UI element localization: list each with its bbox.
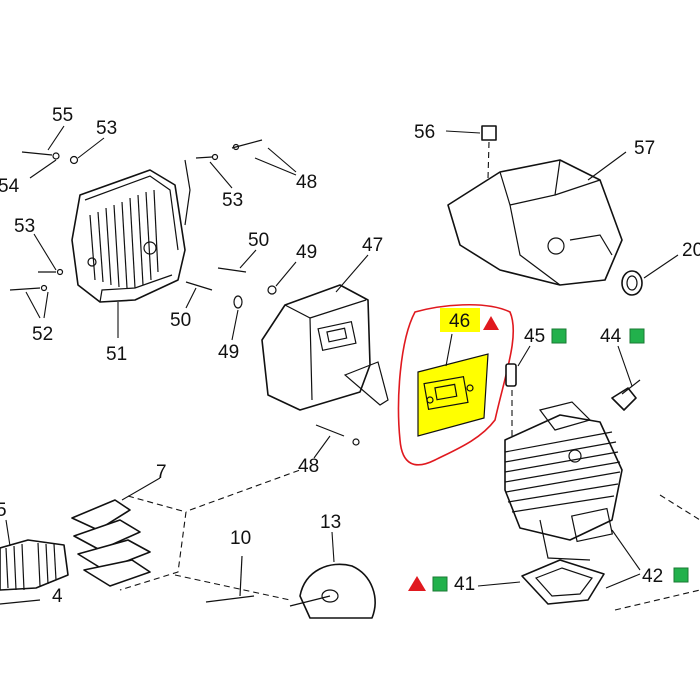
- label-44: 44: [600, 326, 622, 347]
- square-marker-41: [432, 576, 448, 592]
- label-53: 53: [222, 190, 243, 211]
- label-7: 7: [156, 462, 167, 483]
- label-49: 49: [218, 342, 239, 363]
- part-42-leaders: [605, 494, 700, 611]
- label-54: 54: [0, 176, 20, 197]
- label-47: 47: [362, 235, 383, 256]
- label-48: 48: [296, 172, 317, 193]
- label-57: 57: [634, 138, 655, 159]
- label-53: 53: [96, 118, 117, 139]
- label-42: 42: [642, 566, 663, 587]
- label-50: 50: [170, 310, 191, 331]
- label-51: 51: [106, 344, 127, 365]
- label-46: 46: [449, 311, 470, 332]
- part-7-clutch[interactable]: [71, 477, 187, 591]
- label-5: 5: [0, 500, 7, 521]
- part-41-base-gasket[interactable]: [477, 559, 605, 605]
- label-20: 20: [682, 240, 700, 261]
- part-4-leader: [0, 599, 41, 605]
- part-46-gasket-highlight[interactable]: [397, 304, 515, 466]
- part-labels: 55 53 54 53 48 53 52 51 50 50 49 49 47 5…: [0, 105, 700, 607]
- square-marker-42: [673, 567, 689, 583]
- markers: [408, 316, 689, 592]
- label-48: 48: [298, 456, 319, 477]
- fastener-group-50-49: [185, 249, 297, 341]
- part-13-flywheel[interactable]: [289, 531, 376, 619]
- square-marker-45: [551, 328, 567, 344]
- label-55: 55: [52, 105, 73, 126]
- label-49: 49: [296, 242, 317, 263]
- label-4: 4: [52, 586, 63, 607]
- fastener-group-48-53: [195, 139, 297, 189]
- part-10-screw[interactable]: [205, 555, 255, 603]
- label-56: 56: [414, 122, 435, 143]
- fastener-group-55-53-54: [21, 125, 105, 179]
- part-47-muffler[interactable]: [261, 254, 389, 411]
- square-marker-44: [629, 328, 645, 344]
- label-10: 10: [230, 528, 251, 549]
- part-51-housing[interactable]: [71, 159, 191, 303]
- part-20-grommet[interactable]: [621, 254, 679, 296]
- label-53: 53: [14, 216, 35, 237]
- label-50: 50: [248, 230, 269, 251]
- label-45: 45: [524, 326, 545, 347]
- part-5-shaft[interactable]: [0, 519, 69, 591]
- part-44-spark-plug[interactable]: [611, 345, 641, 411]
- label-13: 13: [320, 512, 341, 533]
- label-41: 41: [454, 574, 475, 595]
- cylinder[interactable]: [504, 390, 623, 561]
- triangle-marker-41: [408, 576, 426, 591]
- label-52: 52: [32, 324, 53, 345]
- fastener-group-53-52: [9, 233, 119, 338]
- part-57-top-cover[interactable]: [447, 151, 627, 286]
- fastener-group-48-bottom: [313, 424, 360, 459]
- part-45-bolt[interactable]: [505, 345, 531, 387]
- triangle-marker-46: [483, 316, 499, 330]
